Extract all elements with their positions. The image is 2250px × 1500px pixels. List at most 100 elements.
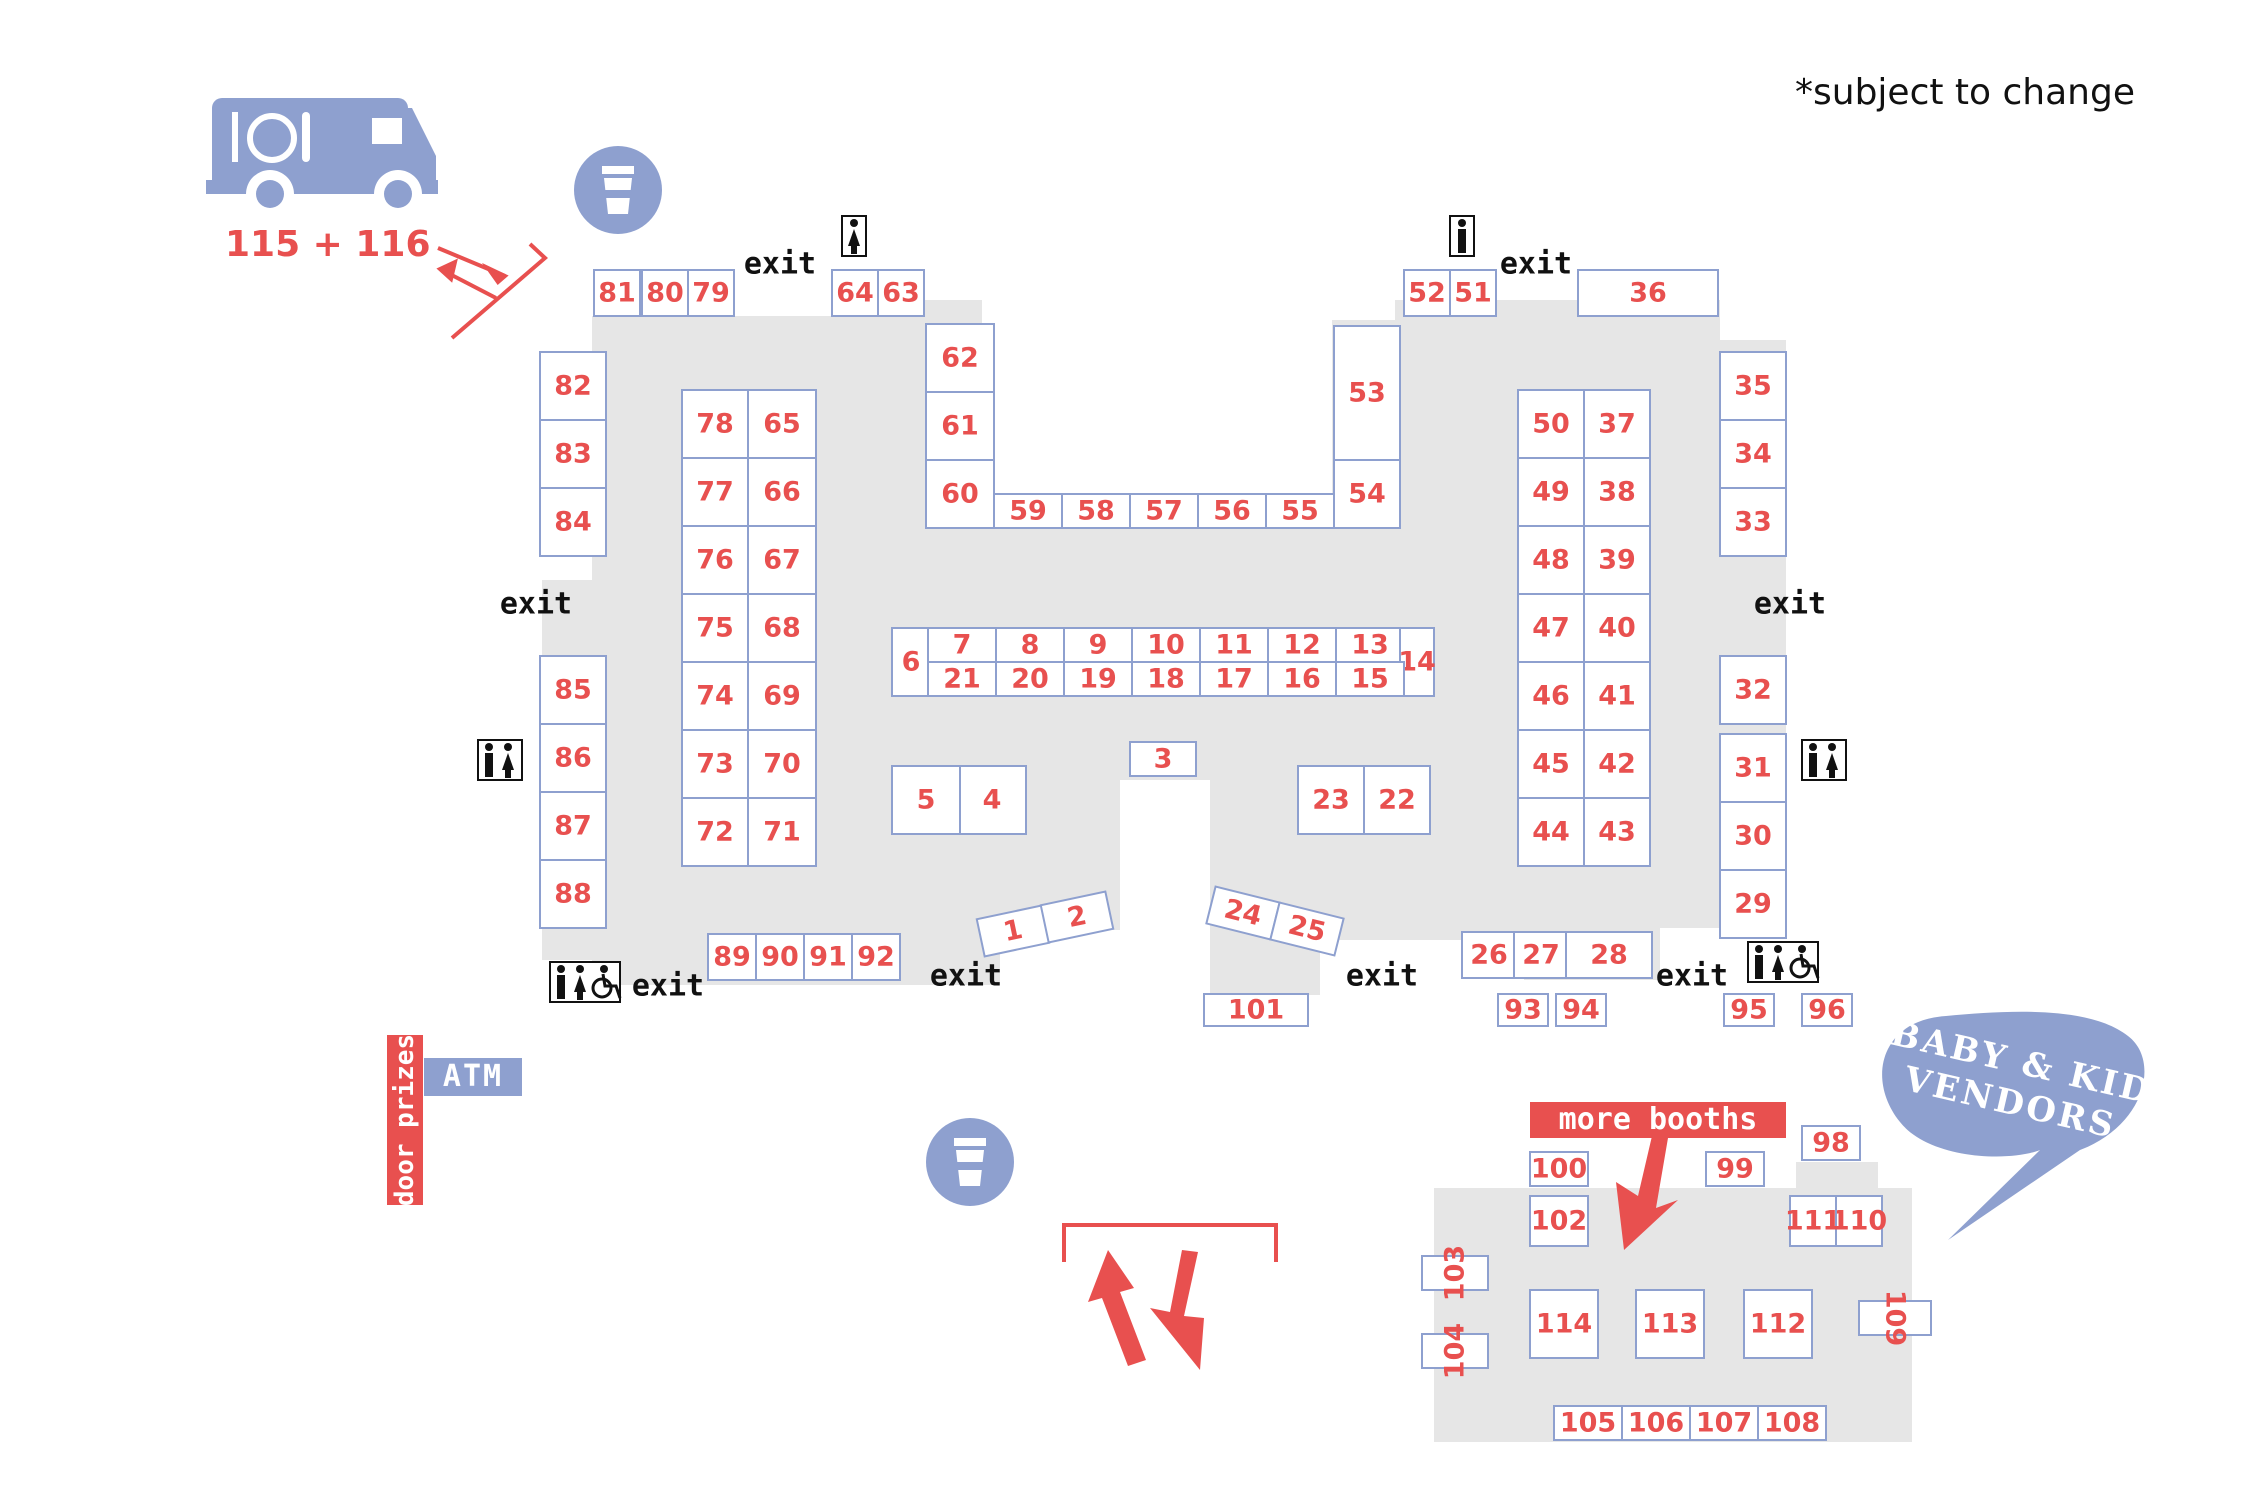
booth-55[interactable]: 55 (1265, 493, 1335, 529)
booth-93[interactable]: 93 (1497, 993, 1549, 1027)
booth-103[interactable]: 103 (1421, 1245, 1489, 1301)
booth-96[interactable]: 96 (1801, 993, 1853, 1027)
booth-66[interactable]: 66 (747, 457, 817, 527)
booth-63[interactable]: 63 (877, 269, 925, 317)
booth-107[interactable]: 107 (1689, 1405, 1759, 1441)
booth-3[interactable]: 3 (1129, 741, 1197, 777)
booth-73[interactable]: 73 (681, 729, 749, 799)
booth-89[interactable]: 89 (707, 933, 757, 981)
booth-49[interactable]: 49 (1517, 457, 1585, 527)
booth-31[interactable]: 31 (1719, 733, 1787, 803)
booth-17[interactable]: 17 (1199, 661, 1269, 697)
booth-45[interactable]: 45 (1517, 729, 1585, 799)
booth-101[interactable]: 101 (1203, 993, 1309, 1027)
booth-91[interactable]: 91 (803, 933, 853, 981)
booth-53[interactable]: 53 (1333, 325, 1401, 461)
booth-65[interactable]: 65 (747, 389, 817, 459)
booth-60[interactable]: 60 (925, 459, 995, 529)
booth-105[interactable]: 105 (1553, 1405, 1623, 1441)
booth-90[interactable]: 90 (755, 933, 805, 981)
booth-38[interactable]: 38 (1583, 457, 1651, 527)
booth-48[interactable]: 48 (1517, 525, 1585, 595)
booth-39[interactable]: 39 (1583, 525, 1651, 595)
booth-57[interactable]: 57 (1129, 493, 1199, 529)
booth-114[interactable]: 114 (1529, 1289, 1599, 1359)
booth-11[interactable]: 11 (1199, 627, 1269, 663)
booth-26[interactable]: 26 (1461, 931, 1517, 979)
booth-25[interactable]: 25 (1269, 901, 1345, 957)
booth-29[interactable]: 29 (1719, 869, 1787, 939)
booth-19[interactable]: 19 (1063, 661, 1133, 697)
booth-94[interactable]: 94 (1555, 993, 1607, 1027)
booth-69[interactable]: 69 (747, 661, 817, 731)
booth-9[interactable]: 9 (1063, 627, 1133, 663)
booth-8[interactable]: 8 (995, 627, 1065, 663)
booth-110[interactable]: 110 (1831, 1195, 1887, 1247)
booth-84[interactable]: 84 (539, 487, 607, 557)
booth-52[interactable]: 52 (1403, 269, 1451, 317)
booth-24[interactable]: 24 (1205, 885, 1281, 941)
booth-18[interactable]: 18 (1131, 661, 1201, 697)
booth-43[interactable]: 43 (1583, 797, 1651, 867)
booth-74[interactable]: 74 (681, 661, 749, 731)
booth-12[interactable]: 12 (1267, 627, 1337, 663)
booth-15[interactable]: 15 (1335, 661, 1405, 697)
booth-98[interactable]: 98 (1801, 1125, 1861, 1161)
booth-62[interactable]: 62 (925, 323, 995, 393)
booth-41[interactable]: 41 (1583, 661, 1651, 731)
booth-68[interactable]: 68 (747, 593, 817, 663)
booth-71[interactable]: 71 (747, 797, 817, 867)
booth-75[interactable]: 75 (681, 593, 749, 663)
booth-83[interactable]: 83 (539, 419, 607, 489)
booth-59[interactable]: 59 (993, 493, 1063, 529)
booth-56[interactable]: 56 (1197, 493, 1267, 529)
booth-67[interactable]: 67 (747, 525, 817, 595)
booth-1[interactable]: 1 (975, 904, 1051, 958)
booth-78[interactable]: 78 (681, 389, 749, 459)
booth-61[interactable]: 61 (925, 391, 995, 461)
booth-112[interactable]: 112 (1743, 1289, 1813, 1359)
booth-34[interactable]: 34 (1719, 419, 1787, 489)
booth-36[interactable]: 36 (1577, 269, 1719, 317)
booth-35[interactable]: 35 (1719, 351, 1787, 421)
booth-2[interactable]: 2 (1039, 890, 1115, 944)
booth-54[interactable]: 54 (1333, 459, 1401, 529)
booth-70[interactable]: 70 (747, 729, 817, 799)
booth-47[interactable]: 47 (1517, 593, 1585, 663)
booth-102[interactable]: 102 (1529, 1195, 1589, 1247)
booth-77[interactable]: 77 (681, 457, 749, 527)
booth-32[interactable]: 32 (1719, 655, 1787, 725)
booth-28[interactable]: 28 (1565, 931, 1653, 979)
booth-20[interactable]: 20 (995, 661, 1065, 697)
booth-27[interactable]: 27 (1513, 931, 1569, 979)
booth-87[interactable]: 87 (539, 791, 607, 861)
booth-51[interactable]: 51 (1449, 269, 1497, 317)
booth-88[interactable]: 88 (539, 859, 607, 929)
booth-7[interactable]: 7 (927, 627, 997, 663)
booth-4[interactable]: 4 (957, 765, 1027, 835)
booth-111[interactable]: 111 (1785, 1195, 1841, 1247)
booth-99[interactable]: 99 (1705, 1151, 1765, 1187)
booth-50[interactable]: 50 (1517, 389, 1585, 459)
booth-42[interactable]: 42 (1583, 729, 1651, 799)
booth-46[interactable]: 46 (1517, 661, 1585, 731)
booth-16[interactable]: 16 (1267, 661, 1337, 697)
booth-64[interactable]: 64 (831, 269, 879, 317)
booth-95[interactable]: 95 (1723, 993, 1775, 1027)
booth-76[interactable]: 76 (681, 525, 749, 595)
booth-30[interactable]: 30 (1719, 801, 1787, 871)
booth-10[interactable]: 10 (1131, 627, 1201, 663)
booth-109[interactable]: 109 (1858, 1290, 1932, 1346)
booth-37[interactable]: 37 (1583, 389, 1651, 459)
booth-13[interactable]: 13 (1335, 627, 1405, 663)
booth-44[interactable]: 44 (1517, 797, 1585, 867)
booth-82[interactable]: 82 (539, 351, 607, 421)
booth-80[interactable]: 80 (641, 269, 689, 317)
booth-92[interactable]: 92 (851, 933, 901, 981)
booth-6[interactable]: 6 (891, 627, 931, 697)
booth-81[interactable]: 81 (593, 269, 641, 317)
booth-33[interactable]: 33 (1719, 487, 1787, 557)
booth-79[interactable]: 79 (687, 269, 735, 317)
booth-100[interactable]: 100 (1529, 1151, 1589, 1187)
booth-72[interactable]: 72 (681, 797, 749, 867)
